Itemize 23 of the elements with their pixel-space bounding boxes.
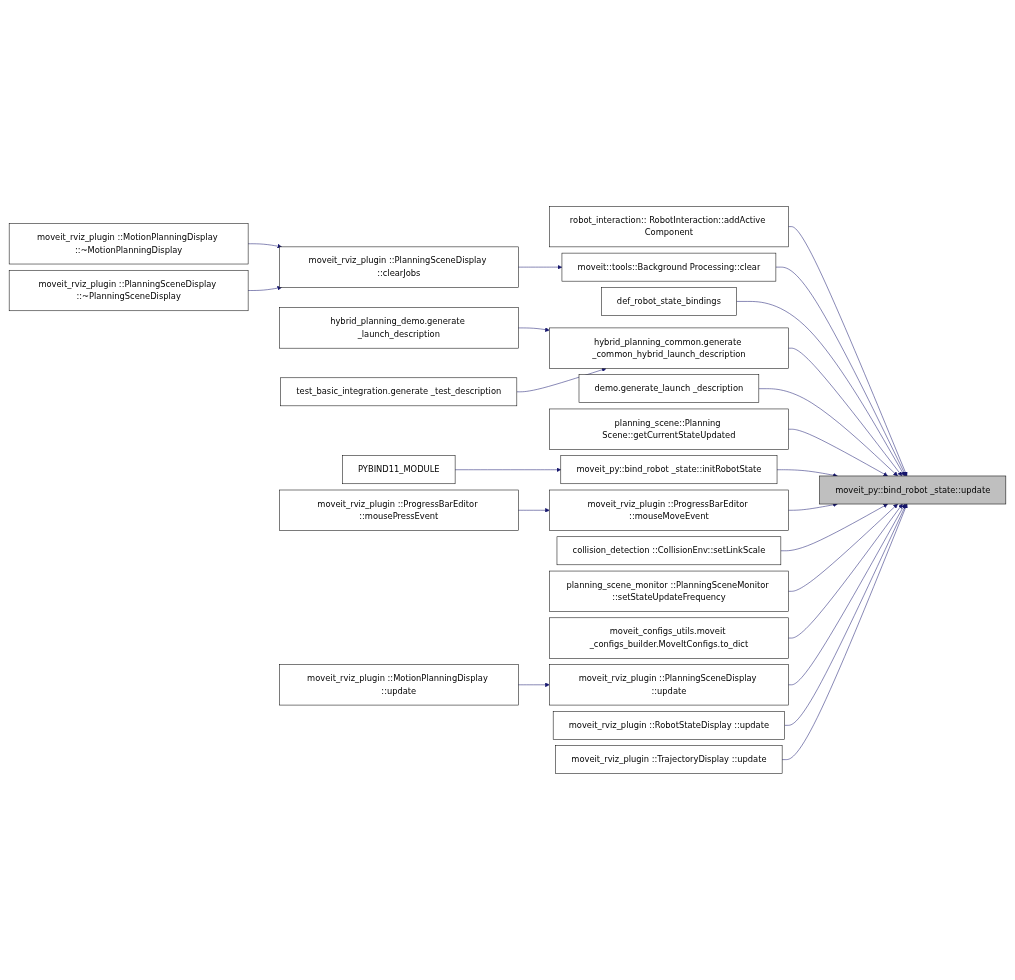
node-box: hybrid_planning_common.generate _common_hybrid_launch_description: [549, 327, 789, 369]
node-box: moveit_rviz_plugin ::RobotStateDisplay ::update: [552, 711, 785, 740]
node-box: PYBIND11_MODULE: [342, 455, 456, 485]
node-box: moveit::tools::Background Processing::clear: [561, 252, 777, 282]
node-box: moveit_rviz_plugin ::MotionPlanningDisplay ::~MotionPlanningDisplay: [8, 223, 249, 265]
node-box: test_basic_integration.generate _test_description: [280, 377, 518, 407]
node-box: robot_interaction:: RobotInteraction::addActive Component: [549, 206, 789, 248]
node-box: moveit_rviz_plugin ::TrajectoryDisplay ::update: [555, 745, 783, 774]
node-box: moveit_py::bind_robot _state::initRobotState: [560, 455, 778, 485]
node-box: hybrid_planning_demo.generate _launch_description: [279, 307, 519, 349]
node-box: moveit_rviz_plugin ::PlanningSceneDisplay ::clearJobs: [279, 246, 519, 288]
node-box: moveit_rviz_plugin ::ProgressBarEditor ::mouseMoveEvent: [549, 489, 789, 531]
node-box: moveit_configs_utils.moveit _configs_builder.MoveItConfigs.to_dict: [549, 617, 789, 659]
node-box: collision_detection ::CollisionEnv::setLinkScale: [556, 536, 782, 566]
node-box: moveit_rviz_plugin ::PlanningSceneDisplay ::~PlanningSceneDisplay: [8, 270, 249, 312]
node-box: demo.generate_launch _description: [578, 374, 760, 403]
node-box: moveit_rviz_plugin ::MotionPlanningDisplay ::update: [279, 664, 519, 706]
node-box: moveit_rviz_plugin ::PlanningSceneDisplay ::update: [549, 664, 789, 706]
node-box: moveit_rviz_plugin ::ProgressBarEditor ::mousePressEvent: [279, 489, 519, 531]
node-box: planning_scene::Planning Scene::getCurrentStateUpdated: [549, 408, 789, 450]
node-box: def_robot_state_bindings: [601, 287, 737, 316]
node-box: moveit_py::bind_robot _state::update: [819, 475, 1007, 505]
node-box: planning_scene_monitor ::PlanningSceneMonitor ::setStateUpdateFrequency: [549, 570, 789, 612]
